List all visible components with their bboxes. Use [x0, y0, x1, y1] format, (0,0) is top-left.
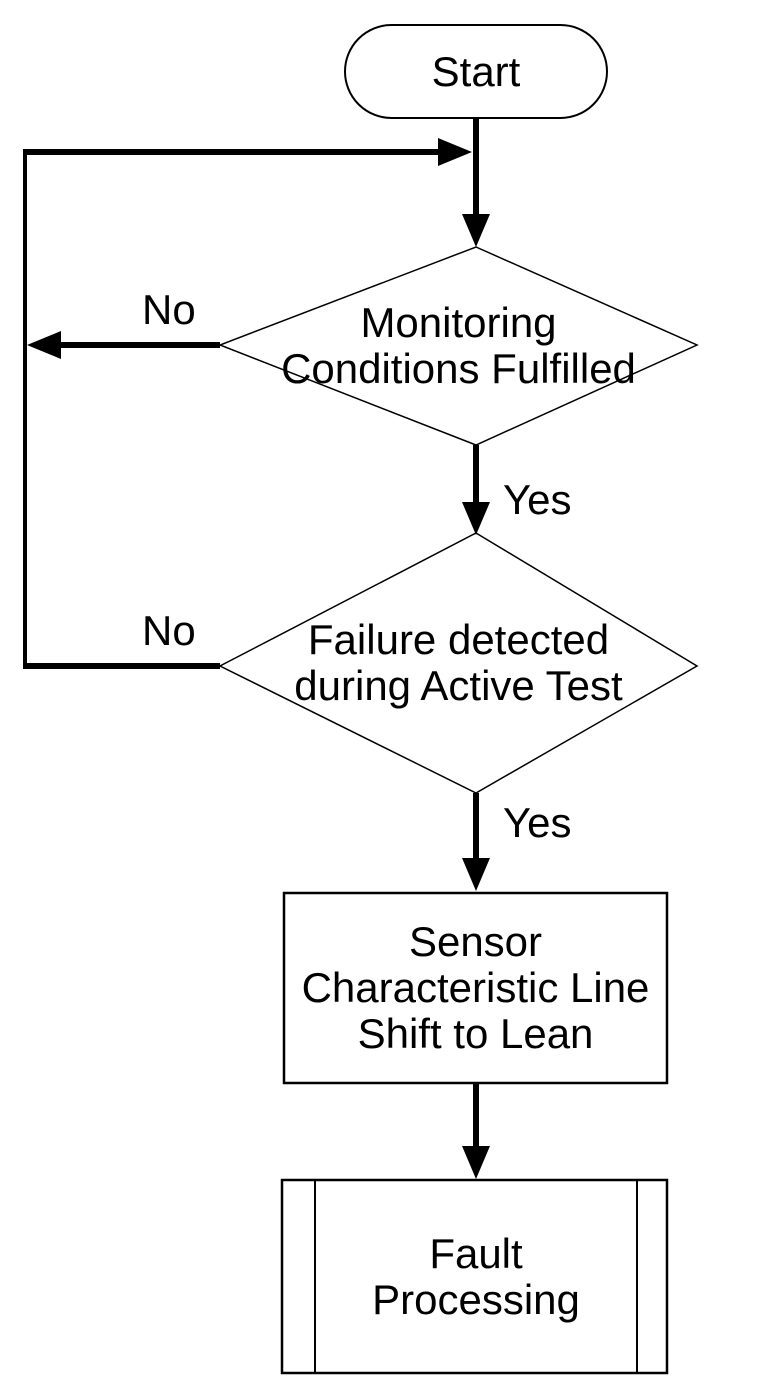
failure-yes-arrow — [462, 793, 490, 891]
monitoring-decision-shape — [217, 246, 699, 446]
failure-decision-shape — [218, 532, 699, 794]
fault-process-outer-rect — [280, 1178, 669, 1375]
arrow-head — [462, 858, 490, 891]
start-terminator-shape — [344, 24, 608, 119]
fault-predefined-process-shape — [280, 1178, 669, 1375]
sensor-to-fault-arrow — [462, 1083, 490, 1179]
sensor-process-shape — [282, 891, 669, 1085]
arrow-head — [462, 214, 490, 247]
arrow-head — [462, 502, 490, 535]
monitoring-no-arrow — [27, 331, 220, 359]
arrow-head — [27, 331, 61, 359]
monitoring-yes-arrow — [462, 445, 490, 535]
arrow-head — [462, 1146, 490, 1179]
start-to-monitoring-arrow — [462, 118, 490, 247]
arrow-head — [438, 138, 472, 166]
feedback-top-arrow — [23, 138, 472, 166]
